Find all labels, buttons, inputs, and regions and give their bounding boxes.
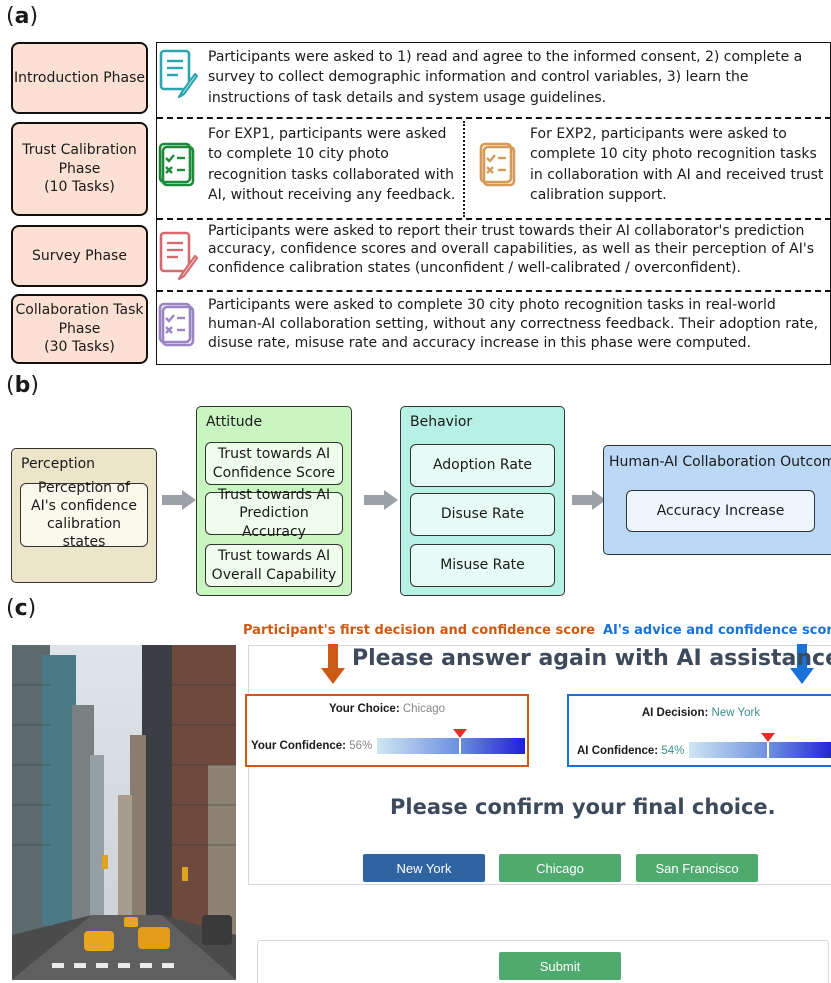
phase-collab-label-2: Phase (58, 320, 101, 337)
phase-trust-label-3: (10 Tasks) (44, 179, 115, 196)
checklist-icon-green (158, 142, 195, 187)
checklist-icon-purple (158, 302, 195, 347)
document-pencil-icon (159, 49, 199, 99)
your-confidence-bar (377, 730, 525, 754)
phase-collab-label-3: (30 Tasks) (44, 339, 115, 356)
your-choice-value: Chicago (402, 703, 446, 715)
phase-trust-calibration: Trust Calibration Phase (10 Tasks) (11, 122, 148, 216)
option-new-york-button[interactable]: New York (363, 854, 485, 882)
attitude-box: Attitude Trust towards AI Confidence Sco… (196, 406, 352, 596)
ai-decision-value: New York (711, 707, 761, 719)
callout-ai-advice: AI's advice and confidence score (603, 623, 831, 638)
attitude-title: Attitude (206, 414, 263, 430)
phase-trust-label-2: Phase (58, 160, 101, 177)
outcome-item: Accuracy Increase (626, 490, 815, 532)
attitude-item-confidence: Trust towards AI Confidence Score (205, 442, 343, 485)
behavior-item-disuse: Disuse Rate (410, 493, 555, 536)
panel-a-close-paren: ) (29, 4, 39, 29)
behavior-title: Behavior (410, 414, 473, 430)
panel-a-open-paren: ( (6, 4, 15, 29)
intro-description: Participants were asked to 1) read and a… (208, 49, 803, 106)
behavior-item-adoption: Adoption Rate (410, 444, 555, 487)
outcome-box: Human-AI Collaboration Outcome Accuracy … (603, 445, 831, 555)
callout-participant-decision: Participant's first decision and confide… (243, 623, 596, 638)
ai-confidence-line: AI Confidence: 54% (577, 745, 684, 757)
survey-document-pencil-icon (159, 231, 199, 281)
panel-b-close-paren: ) (30, 373, 39, 398)
your-choice-line: Your Choice: Chicago (247, 703, 527, 715)
panel-b-letter: b (14, 373, 31, 398)
your-confidence-marker (458, 730, 461, 754)
ai-decision-line: AI Decision: New York (569, 707, 831, 719)
attitude-item-capability: Trust towards AI Overall Capability (205, 544, 343, 587)
panel-a-letter: a (14, 4, 30, 29)
assistance-heading: Please answer again with AI assistance. (352, 646, 831, 671)
arrow-down-blue-icon (790, 644, 814, 684)
ai-confidence-value: 54% (661, 745, 685, 757)
your-choice-card: Your Choice: Chicago Your Confidence: 56… (245, 694, 529, 767)
panel-label-a: (a) (6, 4, 38, 29)
option-san-francisco-button[interactable]: San Francisco (636, 854, 758, 882)
survey-description: Participants were asked to report their … (208, 223, 815, 276)
your-choice-label: Your Choice: (328, 703, 400, 715)
submit-panel (257, 940, 829, 983)
ai-confidence-pointer-icon (760, 733, 775, 742)
phase-introduction-label: Introduction Phase (13, 69, 146, 86)
ai-decision-label: AI Decision: (641, 707, 709, 719)
exp1-description: For EXP1, participants were asked to com… (208, 126, 456, 203)
panel-label-b: (b) (6, 373, 39, 398)
divider-3 (157, 290, 831, 292)
phase-collab-label-1: Collaboration Task (15, 301, 144, 318)
collab-description: Participants were asked to complete 30 c… (208, 297, 819, 351)
phase-collaboration: Collaboration Task Phase (30 Tasks) (11, 294, 148, 364)
phase-trust-label-1: Trust Calibration (22, 141, 137, 158)
phase-survey: Survey Phase (11, 225, 148, 287)
phase-survey-label: Survey Phase (32, 247, 127, 264)
outcome-title: Human-AI Collaboration Outcome (609, 454, 831, 470)
panel-c-close-paren: ) (27, 596, 37, 621)
your-confidence-line: Your Confidence: 56% (251, 740, 372, 752)
your-confidence-pointer-icon (452, 729, 467, 738)
behavior-item-misuse: Misuse Rate (410, 544, 555, 587)
panel-c-letter: c (14, 596, 28, 621)
panel-label-c: (c) (6, 596, 36, 621)
submit-button[interactable]: Submit (499, 952, 621, 980)
ai-decision-card: AI Decision: New York AI Confidence: 54% (567, 694, 831, 767)
divider-1 (157, 117, 831, 119)
perception-title: Perception (21, 456, 96, 472)
divider-exp (463, 121, 465, 217)
confirm-heading: Please confirm your final choice. (390, 795, 776, 819)
arrow-right-icon (364, 490, 398, 510)
arrow-down-orange-icon (321, 644, 345, 684)
panel-b-open-paren: ( (6, 373, 15, 398)
phase-introduction: Introduction Phase (11, 42, 148, 114)
option-chicago-button[interactable]: Chicago (499, 854, 621, 882)
arrow-right-icon (572, 490, 606, 510)
city-street-photo (12, 645, 236, 980)
your-confidence-label: Your Confidence: (251, 740, 346, 752)
perception-item: Perception of AI's confidence calibratio… (20, 480, 148, 550)
ai-confidence-label: AI Confidence: (577, 745, 659, 757)
your-confidence-value: 56% (349, 740, 373, 752)
ai-confidence-marker (766, 734, 769, 758)
divider-2 (157, 218, 831, 220)
arrow-right-icon (162, 490, 196, 510)
perception-box: Perception Perception of AI's confidence… (11, 448, 157, 583)
checklist-icon-orange (479, 142, 516, 187)
panel-c-open-paren: ( (6, 596, 15, 621)
attitude-item-accuracy: Trust towards AI Prediction Accuracy (205, 487, 343, 540)
behavior-box: Behavior Adoption Rate Disuse Rate Misus… (400, 406, 565, 596)
exp2-description: For EXP2, participants were asked to com… (530, 126, 824, 203)
ai-confidence-bar (689, 734, 831, 758)
